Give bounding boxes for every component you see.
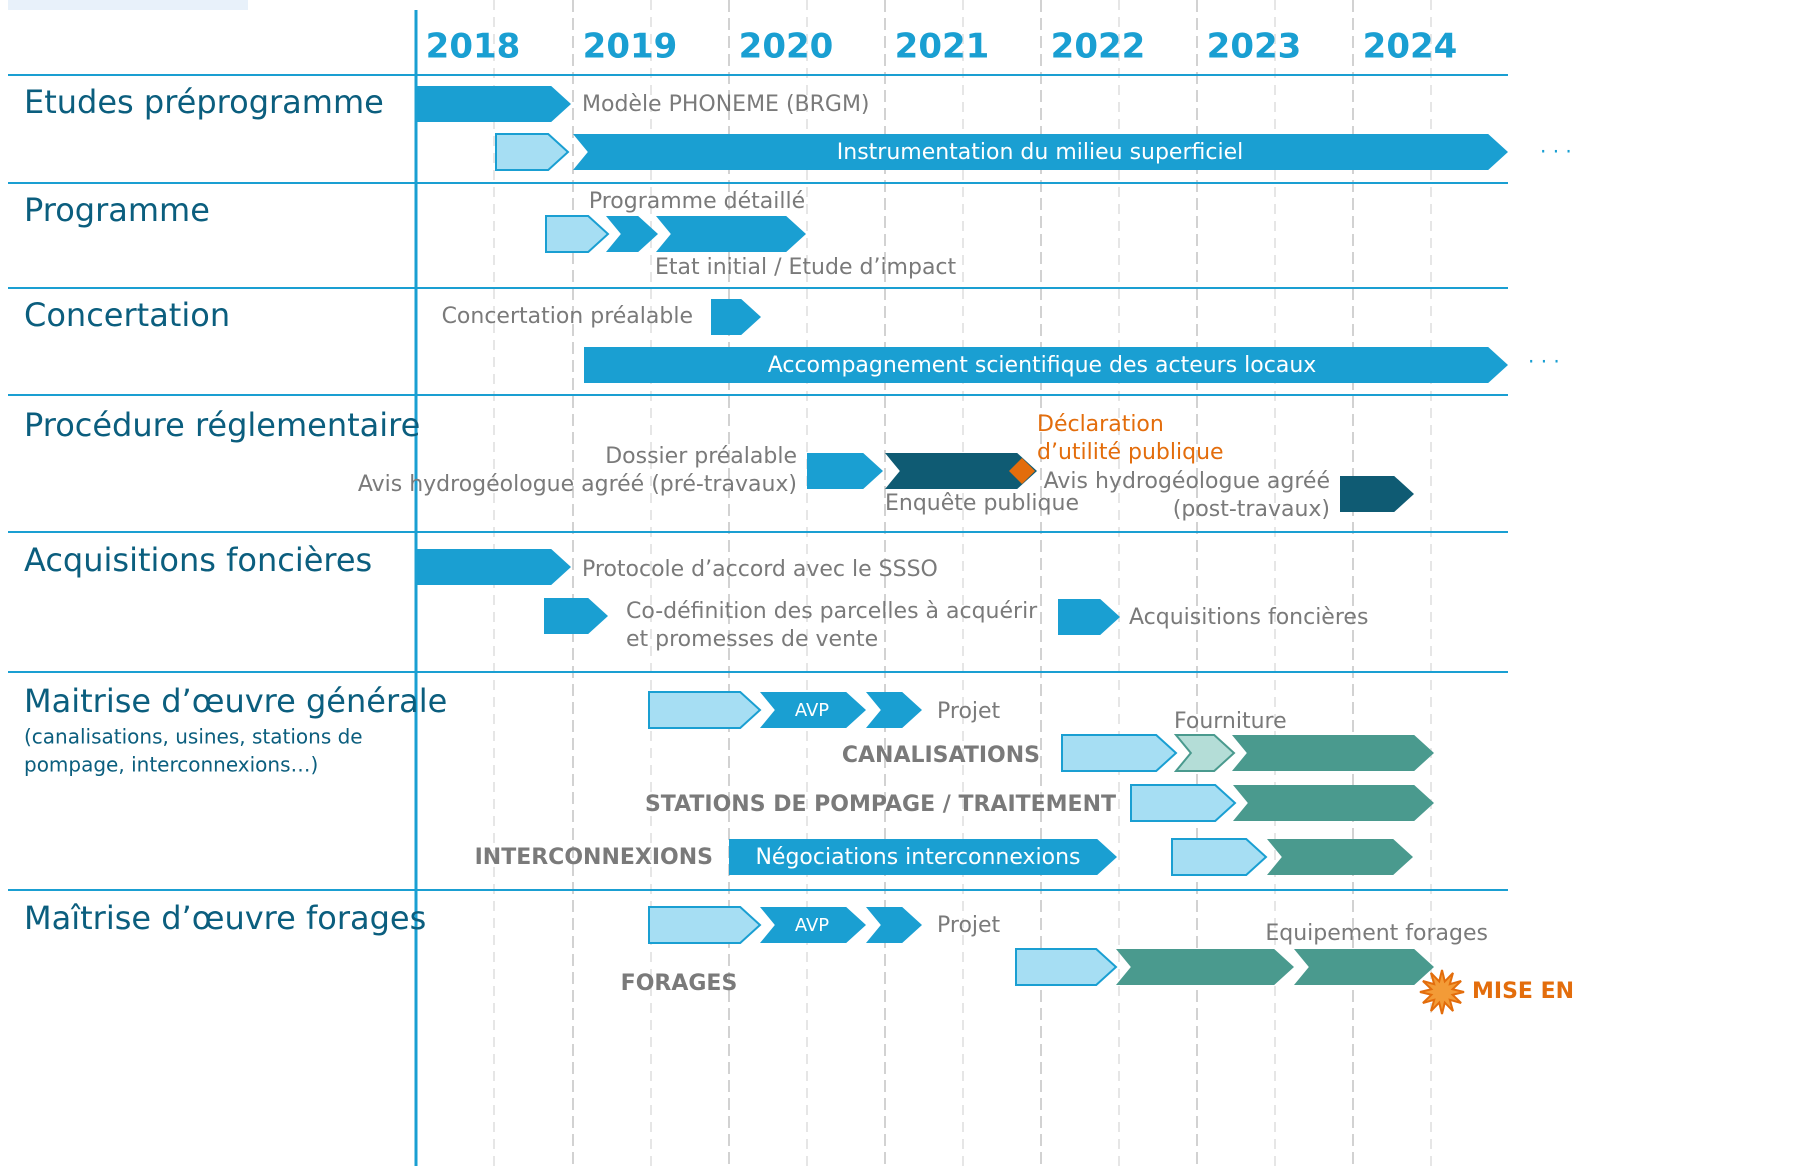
label-codefinition-2: et promesses de vente (626, 627, 878, 652)
label-stations: STATIONS DE POMPAGE / TRAITEMENT (645, 792, 1116, 817)
bar-avis-post (1340, 476, 1414, 512)
header-tab (8, 0, 248, 10)
bar-negociations (729, 839, 1117, 875)
bar-stations-start (1130, 784, 1237, 822)
bar-canalisations-start (1061, 734, 1178, 772)
year-header-2023: 2023 (1207, 27, 1302, 67)
label-concertation-prealable: Concertation préalable (442, 304, 693, 329)
bar-forages-travaux (1116, 949, 1294, 985)
label-equipement: Equipement forages (1265, 921, 1488, 946)
label-moe-avp: AVP (795, 700, 829, 721)
label-etat-initial: Etat initial / Etude d’impact (655, 255, 957, 280)
label-declaration-1: Déclaration (1037, 412, 1164, 437)
section-subtitle: (canalisations, usines, stations de (24, 725, 363, 749)
label-fourniture: Fourniture (1174, 709, 1287, 734)
label-acquisitions: Acquisitions foncières (1129, 605, 1368, 630)
bar-phoneme (416, 86, 571, 122)
bar-acquisitions (1058, 599, 1120, 635)
bar-forages-projet (866, 907, 922, 943)
label-avis-post-2: (post-travaux) (1173, 497, 1330, 522)
year-header-2022: 2022 (1051, 27, 1146, 67)
label-forages-avp: AVP (795, 915, 829, 936)
bar-instrumentation (573, 134, 1508, 170)
label-forages-projet: Projet (937, 913, 1001, 938)
bar-accompagnement (584, 347, 1508, 383)
label-moe-projet: Projet (937, 699, 1001, 724)
bar-programme-detaille (656, 216, 806, 252)
label-phoneme: Modèle PHONEME (BRGM) (582, 92, 870, 117)
label-avis-pre: Avis hydrogéologue agréé (pré-travaux) (358, 472, 797, 497)
label-instrumentation: Instrumentation du milieu superficiel (837, 140, 1243, 165)
bar-dossier-prealable (807, 453, 883, 489)
year-header-2020: 2020 (739, 27, 834, 67)
section-title: Concertation (24, 296, 230, 334)
bar-codefinition (544, 598, 608, 634)
year-header-2024: 2024 (1363, 27, 1458, 67)
year-header-2021: 2021 (895, 27, 990, 67)
ellipsis-instrumentation: · · · (1540, 140, 1572, 164)
bar-equipement-forages (1294, 949, 1434, 985)
label-enquete-publique: Enquête publique (885, 491, 1079, 516)
milestone-declaration (1009, 458, 1035, 484)
section-title: Programme (24, 191, 210, 229)
section-title: Procédure réglementaire (24, 406, 420, 444)
bar-instrumentation-start (495, 133, 570, 171)
bar-moe-projet (866, 692, 922, 728)
bar-forages-esquisse (648, 906, 762, 944)
bar-stations-travaux (1233, 785, 1434, 821)
bar-programme-start (545, 215, 610, 253)
section-title: Etudes préprogramme (24, 83, 384, 121)
section-subtitle: pompage, interconnexions…) (24, 753, 318, 777)
bar-protocole (416, 549, 571, 585)
bar-enquete-publique (885, 453, 1037, 489)
bar-concertation-prealable (711, 299, 761, 335)
label-canalisations: CANALISATIONS (842, 743, 1040, 768)
bar-interconnexions-travaux (1267, 839, 1413, 875)
bar-moe-avp (760, 692, 866, 728)
bar-canalisations-travaux (1232, 735, 1434, 771)
label-interconnexions: INTERCONNEXIONS (475, 845, 713, 870)
section-title: Maitrise d’œuvre générale (24, 682, 447, 720)
label-codefinition-1: Co-définition des parcelles à acquérir (626, 599, 1038, 624)
bar-programme-mid (606, 216, 658, 252)
label-avis-post-1: Avis hydrogéologue agréé (1044, 469, 1330, 494)
ellipsis-accompagnement: · · · (1528, 350, 1560, 374)
bar-interconnexions-start (1171, 838, 1268, 876)
bar-forages-avp (760, 907, 866, 943)
label-protocole: Protocole d’accord avec le SSSO (582, 557, 938, 582)
label-mise-en: MISE EN (1472, 979, 1574, 1004)
label-negociations: Négociations interconnexions (755, 845, 1080, 870)
bar-canalisations-fourniture (1173, 734, 1236, 772)
year-header-2018: 2018 (426, 27, 521, 67)
starburst-icon (1419, 969, 1465, 1015)
section-title: Acquisitions foncières (24, 541, 372, 579)
year-header-2019: 2019 (583, 27, 678, 67)
label-dossier-prealable: Dossier préalable (605, 444, 797, 469)
label-accompagnement: Accompagnement scientifique des acteurs … (768, 353, 1317, 378)
bar-moe-esquisse (648, 691, 762, 729)
label-declaration-2: d’utilité publique (1037, 440, 1224, 465)
label-programme-detaille: Programme détaillé (589, 189, 805, 214)
section-title: Maîtrise d’œuvre forages (24, 899, 426, 937)
bar-forages-start (1015, 948, 1118, 986)
label-forages: FORAGES (621, 971, 738, 996)
